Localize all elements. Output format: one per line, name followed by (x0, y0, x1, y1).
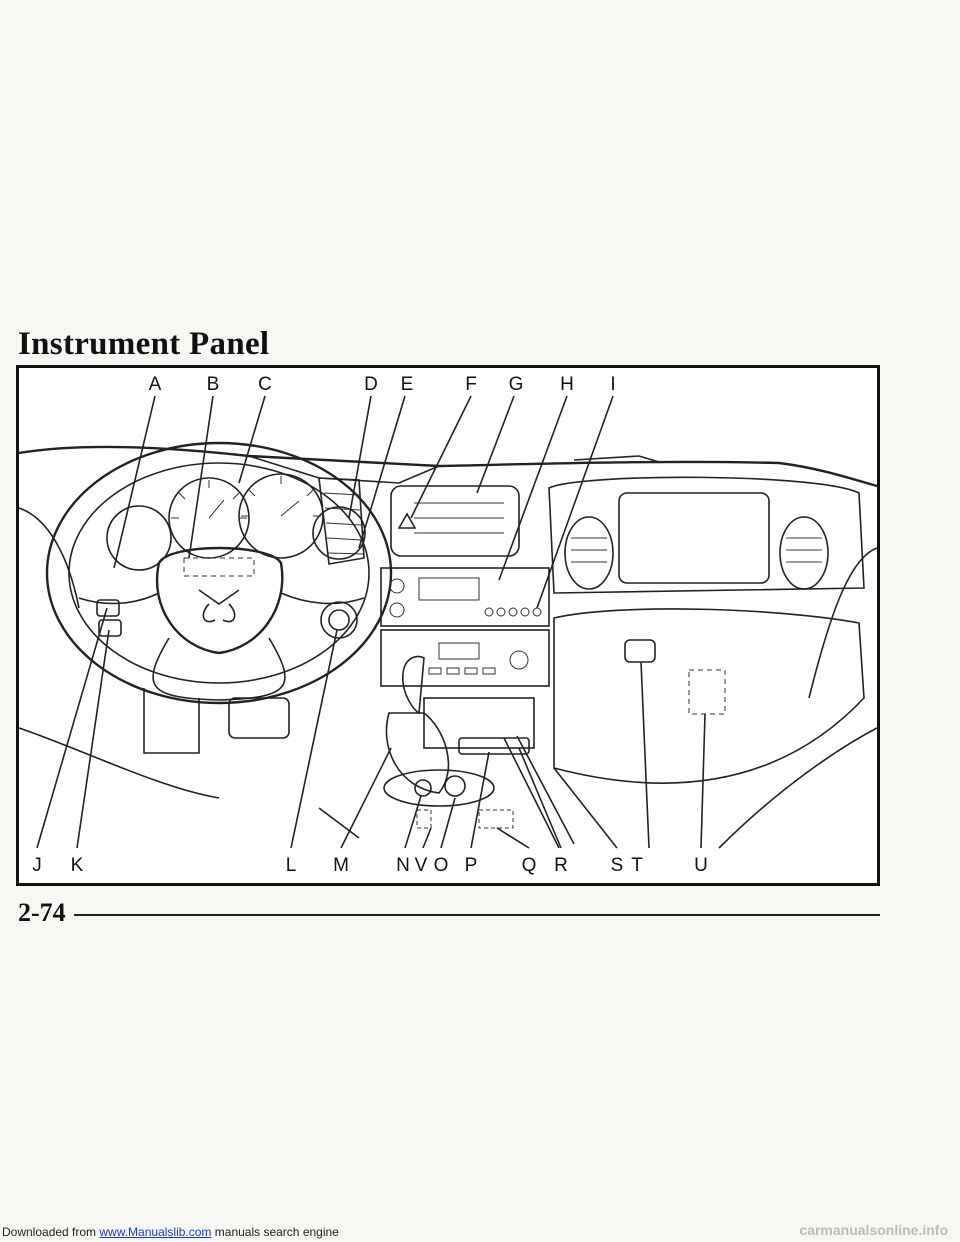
callout-c: C (258, 374, 272, 395)
steering-wheel-rim (45, 441, 393, 705)
callout-k: K (71, 855, 84, 876)
page-number: 2-74 (18, 898, 66, 927)
steering-hub (155, 546, 284, 655)
left-center-vent-slats (323, 492, 364, 555)
console-lid-release (458, 737, 530, 755)
climate-knob-upper (389, 578, 405, 594)
callout-h: H (560, 374, 574, 395)
tachometer (168, 477, 250, 559)
callout-s: S (611, 855, 624, 876)
callout-e: E (401, 374, 414, 395)
top-leader-lines (113, 395, 614, 609)
radio-display (438, 642, 480, 660)
hood-release (143, 688, 200, 754)
glove-box (553, 608, 865, 784)
callout-b: B (207, 374, 220, 395)
callout-f: F (465, 374, 477, 395)
steering-wheel-inner (68, 462, 370, 684)
callout-r: R (554, 855, 568, 876)
callout-q: Q (522, 855, 537, 876)
trunk-release-outline (688, 669, 726, 715)
footer-suffix: manuals search engine (211, 1225, 339, 1239)
radio-knob (509, 650, 529, 670)
instrument-panel-illustration: A B C D E F G H I J K L M N V O P Q R S … (19, 374, 877, 876)
dash-top-line (19, 445, 877, 488)
callout-p: P (465, 855, 478, 876)
lower-dash-lines (19, 727, 360, 839)
callout-l: L (286, 855, 297, 876)
callout-d: D (364, 374, 378, 395)
right-floor-line (718, 727, 877, 849)
console-storage (423, 697, 535, 749)
hazard-button (397, 512, 417, 529)
callout-u: U (694, 855, 708, 876)
instrument-panel-figure: A B C D E F G H I J K L M N V O P Q R S … (16, 365, 880, 886)
fog-lamp-switch (98, 619, 122, 637)
ignition-bezel (320, 601, 358, 639)
lower-switch-panel (228, 697, 290, 739)
passenger-dash (548, 476, 865, 594)
airbag-panel (618, 492, 770, 584)
traction-control-switch (414, 779, 432, 797)
passenger-vent-slats (571, 537, 822, 563)
gauge-ticks (171, 476, 321, 519)
power-outlet (444, 775, 466, 797)
center-vent-slats (414, 502, 504, 534)
steering-spokes (78, 592, 365, 605)
shift-boot (385, 712, 450, 794)
steering-lower-spoke (152, 637, 286, 701)
lower-storage-outline (478, 809, 514, 829)
fuse-outline (416, 809, 432, 829)
callout-v: V (415, 855, 428, 876)
download-footer: Downloaded from www.Manualslib.com manua… (2, 1225, 339, 1239)
climate-display (418, 577, 480, 601)
horn-pad-outline (183, 557, 255, 577)
right-door-line (808, 547, 877, 699)
manualslib-link[interactable]: www.Manualslib.com (99, 1225, 212, 1239)
emblem (198, 589, 240, 623)
page-title: Instrument Panel (18, 326, 270, 362)
ignition-switch (328, 609, 350, 631)
callout-i: I (610, 374, 615, 395)
lower-console (383, 769, 495, 807)
defrost-vent (573, 455, 660, 463)
watermark-text: carmanualsonline.info (799, 1222, 948, 1238)
callout-o: O (434, 855, 449, 876)
callout-n: N (396, 855, 410, 876)
passenger-left-vent (564, 516, 614, 590)
callout-j: J (32, 855, 42, 876)
left-gauge (106, 505, 172, 571)
headlamp-switch (96, 599, 120, 617)
left-door-line (19, 507, 80, 609)
callout-t: T (631, 855, 643, 876)
footer-rule (74, 914, 880, 916)
climate-knob-lower (389, 602, 405, 618)
glove-box-latch (624, 639, 656, 663)
callout-a: A (149, 374, 162, 395)
center-vent-housing (390, 485, 520, 557)
callout-m: M (333, 855, 349, 876)
callout-g: G (509, 374, 524, 395)
passenger-right-vent (779, 516, 829, 590)
bottom-leader-lines (36, 607, 706, 849)
radio-buttons (428, 667, 496, 675)
parking-brake (503, 735, 575, 849)
right-gauge (312, 506, 366, 560)
left-center-vent (318, 477, 365, 565)
footer-prefix: Downloaded from (2, 1225, 100, 1239)
shift-knob (402, 655, 425, 715)
climate-buttons (484, 607, 542, 617)
climate-control-panel (380, 567, 550, 627)
radio-panel (380, 629, 550, 687)
